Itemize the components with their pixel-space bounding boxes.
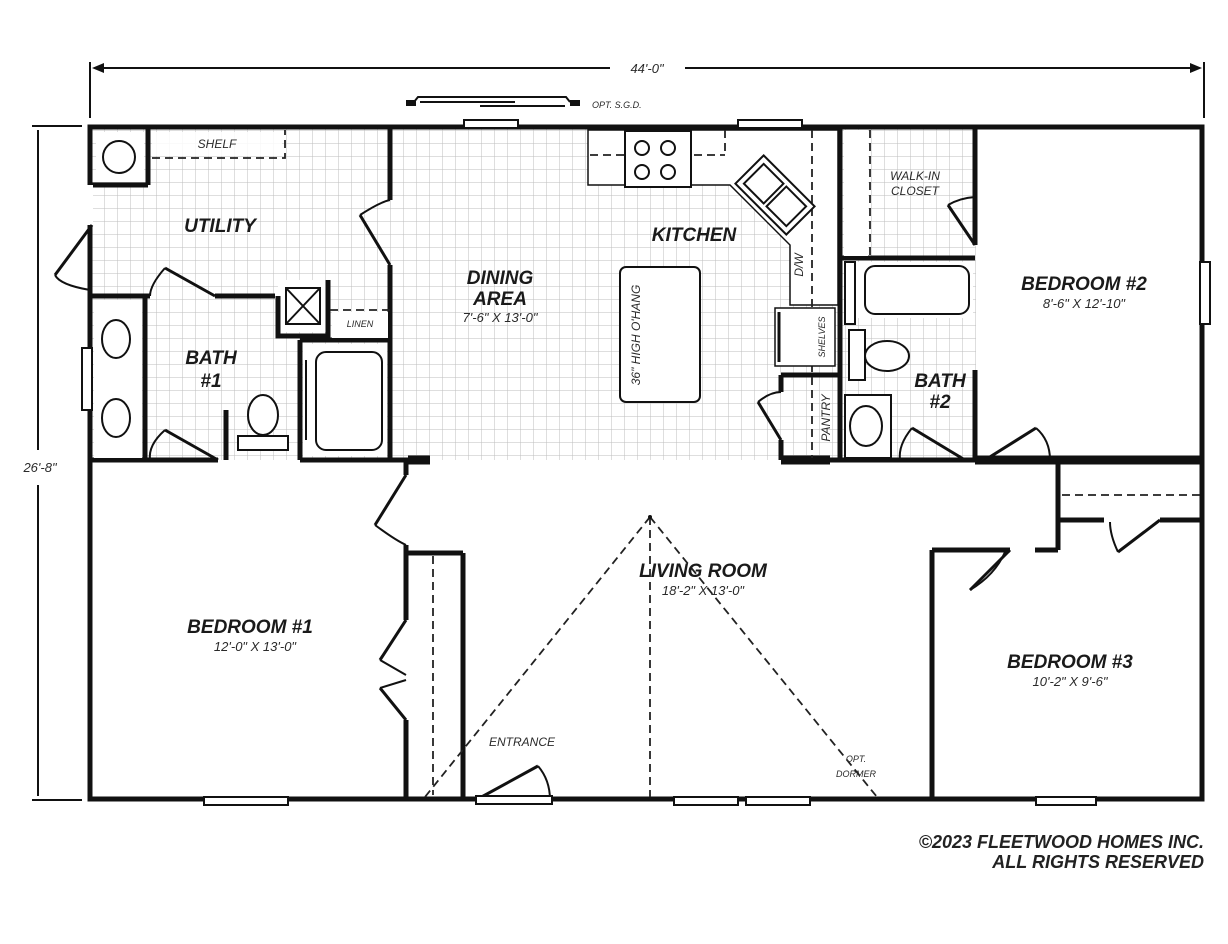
- bath2-fixtures: [844, 130, 973, 459]
- overall-depth-label: 26'-8": [22, 460, 58, 475]
- dining-label-line1: DINING: [467, 268, 534, 289]
- shelves-label: SHELVES: [817, 316, 827, 357]
- pantry-label: PANTRY: [819, 393, 833, 441]
- depth-dimension: [32, 125, 82, 801]
- bedroom2-size: 8'-6" X 12'-10": [1043, 296, 1127, 311]
- bedroom3-size: 10'-2" X 9'-6": [1033, 674, 1109, 689]
- opt-dormer-label-line2: DORMER: [836, 769, 876, 779]
- island-label: 36" HIGH O'HANG: [629, 285, 643, 386]
- bath2-label-line1: BATH: [914, 371, 967, 392]
- utility-fixtures: [96, 130, 390, 339]
- kitchen-fixtures: [587, 129, 839, 458]
- width-dimension: [89, 62, 1205, 118]
- doors: [53, 196, 1161, 805]
- bedroom1-label: BEDROOM #1: [187, 617, 313, 638]
- dining-label-line2: AREA: [472, 289, 527, 310]
- kitchen-label: KITCHEN: [652, 225, 738, 246]
- bath1-label-line1: BATH: [185, 348, 238, 369]
- bath2-label-line2: #2: [929, 392, 951, 413]
- copyright-line2: ALL RIGHTS RESERVED: [991, 852, 1204, 872]
- living-room-size: 18'-2" X 13'-0": [662, 583, 746, 598]
- interior-walls: [87, 127, 1202, 799]
- utility-label: UTILITY: [184, 216, 258, 237]
- copyright-line1: ©2023 FLEETWOOD HOMES INC.: [919, 832, 1204, 852]
- dormer-lines: [424, 515, 878, 798]
- bath1-fixtures: [94, 300, 387, 458]
- bath1-label-line2: #1: [200, 371, 221, 392]
- opt-dormer-label-line1: OPT.: [846, 754, 866, 764]
- dishwasher-label: D/W: [792, 252, 806, 277]
- bedroom1-size: 12'-0" X 13'-0": [214, 639, 298, 654]
- living-room-label: LIVING ROOM: [639, 561, 768, 582]
- opt-sgd-symbol: [406, 96, 580, 107]
- closets: [432, 494, 1200, 795]
- linen-label: LINEN: [347, 319, 374, 329]
- bedroom3-label: BEDROOM #3: [1007, 652, 1133, 673]
- walkin-closet-label-line2: CLOSET: [891, 184, 941, 198]
- shelf-label: SHELF: [198, 137, 237, 151]
- dining-size: 7'-6" X 13'-0": [463, 310, 539, 325]
- walkin-closet-label-line1: WALK-IN: [890, 169, 940, 183]
- opt-sgd-label: OPT. S.G.D.: [592, 100, 642, 110]
- windows: [81, 119, 1211, 806]
- bedroom2-label: BEDROOM #2: [1021, 274, 1147, 295]
- overall-width-label: 44'-0": [630, 61, 665, 76]
- entrance-label: ENTRANCE: [489, 735, 556, 749]
